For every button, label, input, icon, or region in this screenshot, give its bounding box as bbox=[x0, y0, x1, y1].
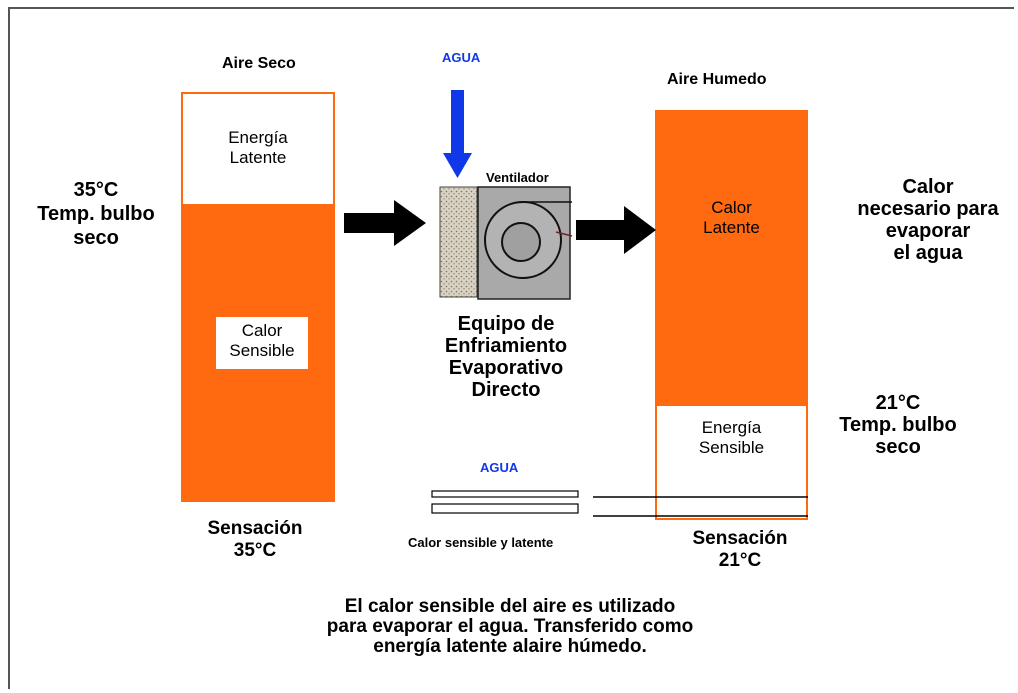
water-pipes-icon bbox=[431, 490, 808, 517]
equipment-line-4: Directo bbox=[471, 379, 541, 401]
equipment-label: Equipo de Enfriamiento Evaporativo Direc… bbox=[408, 313, 604, 401]
right-caption: Sensación 21°C bbox=[665, 528, 815, 572]
left-side-line-3: seco bbox=[73, 227, 119, 249]
humid-air-latent-fill bbox=[655, 110, 808, 406]
right-side-label-bottom: 21°C Temp. bulbo seco bbox=[818, 392, 978, 458]
dry-air-sensible-label: Calor Sensible bbox=[216, 321, 308, 362]
right-side-label-top: Calor necesario para evaporar el agua bbox=[848, 176, 1008, 264]
footer-line-3: energía latente alaire húmedo. bbox=[373, 636, 647, 657]
equipment-line-1: Equipo de bbox=[457, 313, 555, 335]
latent-line-2: Latente bbox=[229, 148, 287, 168]
left-caption-line-2: 35°C bbox=[233, 540, 277, 561]
left-side-line-1: 35°C bbox=[73, 179, 119, 201]
footer-line-2: para evaporar el agua. Transferido como bbox=[326, 616, 694, 637]
evaporative-pad-icon bbox=[439, 186, 478, 298]
humid-air-latent-label: Calor Latente bbox=[655, 198, 808, 239]
right-top-line-4: el agua bbox=[893, 242, 963, 264]
humid-sensible-line-1: Energía bbox=[701, 418, 762, 437]
humid-latent-line-1: Calor bbox=[711, 198, 752, 217]
humid-air-sensible-label: Energía Sensible bbox=[655, 418, 808, 459]
footer-text: El calor sensible del aire es utilizado … bbox=[200, 597, 820, 657]
dry-air-latent-label: Energía Latente bbox=[205, 128, 311, 169]
right-top-line-3: evaporar bbox=[885, 220, 971, 242]
pipe-caption: Calor sensible y latente bbox=[408, 535, 554, 550]
fan-label: Ventilador bbox=[486, 170, 549, 185]
water-label-top: AGUA bbox=[442, 50, 481, 65]
left-side-label: 35°C Temp. bulbo seco bbox=[18, 178, 174, 250]
sensible-line-2: Sensible bbox=[229, 341, 295, 361]
water-label-bottom: AGUA bbox=[480, 460, 519, 475]
humid-sensible-line-2: Sensible bbox=[698, 438, 765, 458]
right-bottom-line-1: 21°C bbox=[875, 392, 921, 414]
right-bottom-line-3: seco bbox=[875, 436, 921, 458]
right-caption-line-1: Sensación bbox=[692, 528, 788, 549]
dry-air-sensible-card bbox=[216, 317, 308, 369]
equipment-line-3: Evaporativo bbox=[448, 357, 564, 379]
humid-latent-line-2: Latente bbox=[703, 218, 760, 238]
right-bottom-line-2: Temp. bulbo bbox=[839, 414, 957, 436]
right-title: Aire Humedo bbox=[667, 71, 767, 88]
airflow-arrow-left-icon bbox=[344, 200, 426, 246]
left-title: Aire Seco bbox=[222, 55, 296, 72]
footer-line-1: El calor sensible del aire es utilizado bbox=[344, 596, 676, 617]
left-caption-line-1: Sensación bbox=[207, 518, 303, 539]
latent-line-1: Energía bbox=[228, 128, 288, 147]
equipment-line-2: Enfriamiento bbox=[444, 335, 568, 357]
airflow-arrow-right-icon bbox=[576, 206, 656, 254]
left-caption: Sensación 35°C bbox=[180, 518, 330, 562]
diagram-frame bbox=[8, 7, 1014, 689]
sensible-line-1: Calor bbox=[241, 321, 283, 340]
right-top-line-2: necesario para bbox=[857, 198, 999, 220]
fan-icon bbox=[477, 186, 573, 300]
right-caption-line-2: 21°C bbox=[718, 550, 762, 571]
water-down-arrow-icon bbox=[443, 90, 472, 178]
left-side-line-2: Temp. bulbo bbox=[37, 203, 155, 225]
right-top-line-1: Calor bbox=[902, 176, 954, 198]
